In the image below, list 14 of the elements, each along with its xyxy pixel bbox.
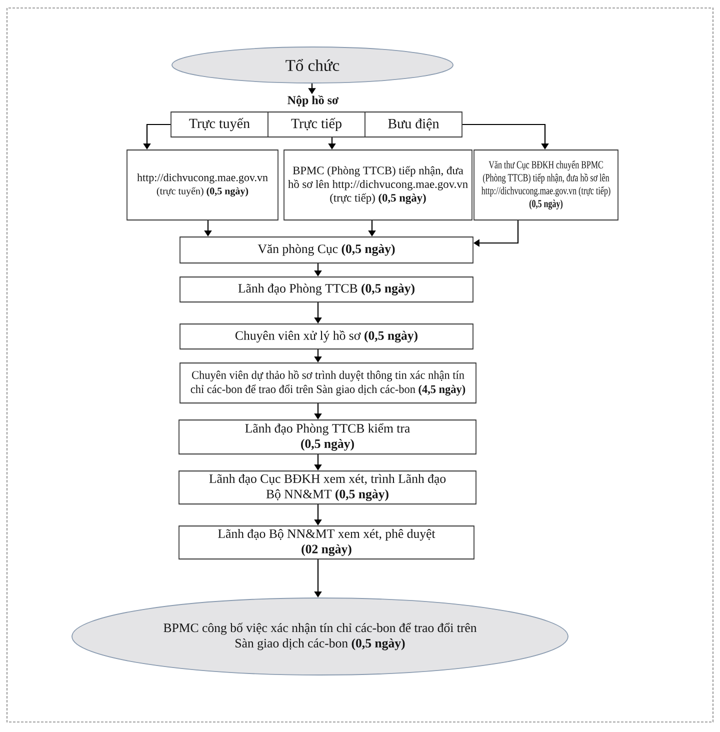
process-box: Chuyên viên xử lý hồ sơ (0,5 ngày) bbox=[180, 324, 474, 350]
process-box: http://dichvucong.mae.gov.vn (trực tuyến) (0,5 ngày) bbox=[126, 150, 278, 220]
process-box: BPMC (Phòng TTCB) tiếp nhận, đưa hồ sơ lên http://dichvucong.mae.gov.vn (trực tiếp) (0,5 ngày) bbox=[284, 150, 472, 220]
process-box: Lãnh đạo Bộ NN&MT xem xét, phê duyệt (02 ngày) bbox=[178, 526, 474, 560]
process-box: Lãnh đạo Phòng TTCB kiểm tra (0,5 ngày) bbox=[178, 420, 476, 454]
channel-cell: Trực tuyến bbox=[170, 112, 268, 138]
channel-cell: Bưu điện bbox=[364, 112, 462, 138]
flow-label: Nộp hồ sơ bbox=[288, 95, 339, 107]
process-box: Chuyên viên dự thảo hồ sơ trình duyệt thông tin xác nhận tín chỉ các-bon để trao đổi trên Sàn giao dịch các-bon (4,5 ngày) bbox=[180, 362, 476, 404]
process-box: Văn thư Cục BĐKH chuyển BPMC (Phòng TTCB) tiếp nhận, đưa hồ sơ lên http://dichvucong.mae.gov.vn (trực tiếp) (0,5 ngày) bbox=[474, 150, 618, 220]
process-box: Văn phòng Cục (0,5 ngày) bbox=[180, 236, 474, 264]
process-box: Lãnh đạo Phòng TTCB (0,5 ngày) bbox=[180, 276, 474, 302]
channel-cell: Trực tiếp bbox=[268, 112, 366, 138]
process-box: Lãnh đạo Cục BĐKH xem xét, trình Lãnh đạo Bộ NN&MT (0,5 ngày) bbox=[178, 470, 476, 504]
